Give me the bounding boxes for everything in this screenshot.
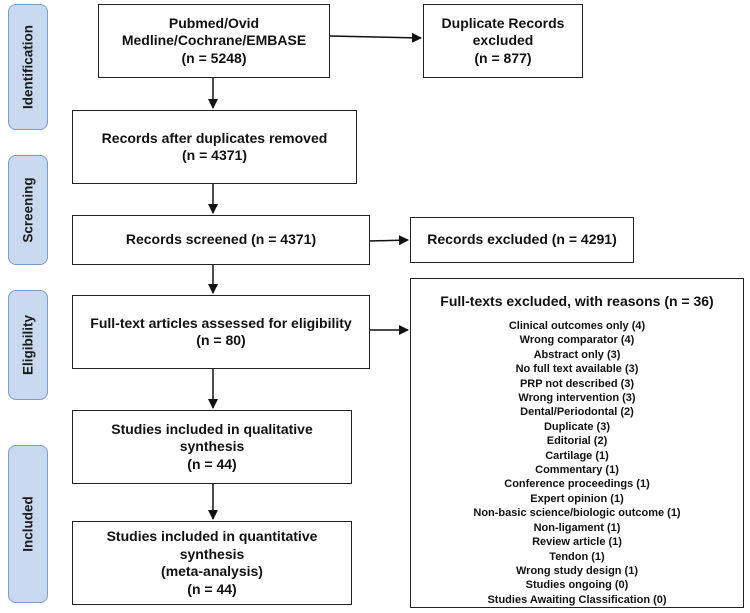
list-item: No full text available (3) (515, 363, 639, 376)
box-line: Studies included in qualitative (111, 420, 313, 437)
list-item: PRP not described (3) (519, 377, 635, 390)
box-line: (n = 44) (187, 580, 237, 597)
list-item: Tendon (1) (549, 550, 605, 563)
box-database-search: Pubmed/Ovid Medline/Cochrane/EMBASE (n =… (98, 4, 330, 78)
list-item: Abstract only (3) (533, 348, 621, 361)
box-line: Medline/Cochrane/EMBASE (121, 32, 307, 49)
box-fulltext-assessed: Full-text articles assessed for eligibil… (72, 295, 370, 369)
box-records-screened: Records screened (n = 4371) (72, 215, 370, 265)
box-quantitative-synthesis: Studies included in quantitative synthes… (72, 521, 352, 605)
list-item: Studies Awaiting Classification (0) (487, 593, 667, 606)
box-line: synthesis (179, 545, 245, 562)
phase-screening: Screening (8, 155, 48, 265)
box-line: (n = 877) (474, 49, 532, 66)
list-item: Expert opinion (1) (530, 492, 624, 505)
arrow-screened-to-excluded (369, 235, 409, 246)
exclusions-title: Full-texts excluded, with reasons (n = 3… (440, 293, 714, 309)
box-line: Records after duplicates removed (101, 129, 328, 146)
box-qualitative-synthesis: Studies included in qualitative synthesi… (72, 410, 352, 484)
box-line: excluded (472, 32, 534, 49)
box-line: synthesis (179, 438, 245, 455)
box-line: (meta-analysis) (161, 563, 263, 579)
box-line: Pubmed/Ovid (168, 14, 260, 31)
phase-included: Included (8, 445, 48, 603)
list-item: Cartilage (1) (545, 449, 609, 462)
list-item: Editorial (2) (546, 435, 608, 448)
list-item: Clinical outcomes only (4) (508, 320, 646, 332)
box-line: Duplicate Records (441, 14, 565, 31)
box-line: (n = 4371) (182, 147, 247, 163)
box-after-duplicates: Records after duplicates removed (n = 43… (72, 110, 357, 184)
list-item: Studies ongoing (0) (525, 579, 629, 592)
list-item: Non-basic science/biologic outcome (1) (473, 507, 681, 520)
box-line: Records screened (n = 4371) (125, 231, 317, 248)
list-item: Conference proceedings (1) (504, 478, 650, 491)
phase-eligibility: Eligibility (8, 290, 48, 400)
list-item: Commentary (1) (535, 464, 619, 477)
list-item: Dental/Periodontal (2) (520, 406, 634, 419)
box-line: Studies included in quantitative (106, 528, 318, 544)
box-line: (n = 5248) (181, 49, 247, 66)
box-duplicates-excluded: Duplicate Records excluded (n = 877) (423, 4, 583, 78)
list-item: Wrong study design (1) (515, 564, 639, 577)
exclusion-reasons-list: Clinical outcomes only (4) Wrong compara… (411, 319, 743, 607)
box-fulltext-excluded: Full-texts excluded, with reasons (n = 3… (410, 278, 744, 608)
box-records-excluded: Records excluded (n = 4291) (410, 217, 634, 263)
box-line: (n = 44) (187, 455, 237, 472)
box-line: (n = 80) (196, 332, 246, 348)
list-item: Review article (1) (532, 536, 622, 549)
arrow-search-to-duplicates (329, 32, 422, 43)
list-item: Non-ligament (1) (533, 521, 621, 534)
list-item: Wrong comparator (4) (519, 334, 635, 347)
box-line: Full-text articles assessed for eligibil… (90, 314, 352, 331)
box-line: Records excluded (n = 4291) (427, 231, 617, 248)
phase-identification: Identification (8, 4, 48, 130)
list-item: Wrong intervention (3) (518, 392, 636, 405)
list-item: Duplicate (3) (543, 420, 610, 433)
